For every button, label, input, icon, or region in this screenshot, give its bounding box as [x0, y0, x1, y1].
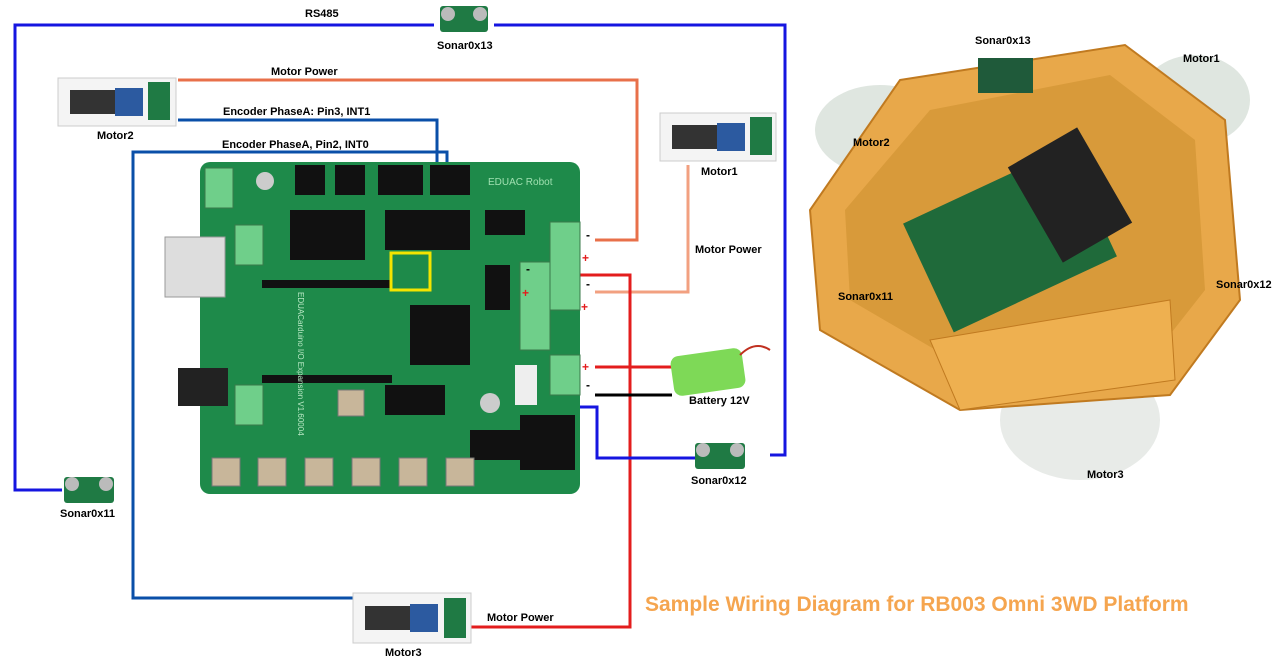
terminal-plus: +: [522, 286, 529, 300]
rs485-wire-right: [494, 23, 787, 457]
sonar12-label: Sonar0x12: [691, 475, 747, 487]
rs485-label: RS485: [305, 8, 339, 20]
sonar-module-icon: [440, 6, 488, 32]
motor-icon: [659, 112, 777, 162]
photo-motor1-label: Motor1: [1183, 53, 1220, 65]
encoder-int0-label: Encoder PhaseA, Pin2, INT0: [222, 139, 369, 151]
motor2-power-label: Motor Power: [271, 66, 338, 78]
battery-icon: [670, 345, 771, 396]
controller-board: EDUAC Robot EDUACarduino I/O Expansion V…: [164, 162, 581, 494]
terminal-minus: -: [586, 228, 590, 242]
motor2-label: Motor2: [97, 130, 134, 142]
jumper-highlight-box: [389, 251, 432, 292]
terminal-markers: - + - + - + + -: [522, 228, 590, 392]
motor-icon: [352, 592, 472, 644]
motor1-power-label: Motor Power: [695, 244, 762, 256]
battery-label: Battery 12V: [689, 395, 750, 407]
terminal-plus: +: [582, 251, 589, 265]
motor3-label: Motor3: [385, 647, 422, 659]
board-brand-text: EDUAC Robot: [488, 177, 553, 188]
photo-sonar13-label: Sonar0x13: [975, 35, 1031, 47]
motor3-power-label: Motor Power: [487, 612, 554, 624]
motor-icon: [57, 77, 177, 127]
encoder-int1-label: Encoder PhaseA: Pin3, INT1: [223, 106, 370, 118]
encoder-int1-wire: [178, 118, 439, 172]
robot-platform-photo: [808, 43, 1250, 480]
motor2-power-wire: [178, 78, 639, 242]
sonar-module-icon: [64, 477, 114, 503]
encoder-int0-wire: [131, 150, 449, 600]
photo-motor3-label: Motor3: [1087, 469, 1124, 481]
sonar-module-icon: [695, 443, 745, 469]
photo-sonar12-label: Sonar0x12: [1216, 279, 1272, 291]
terminal-plus: +: [582, 360, 589, 374]
terminal-minus: -: [586, 378, 590, 392]
motor1-label: Motor1: [701, 166, 738, 178]
terminal-minus: -: [526, 262, 530, 276]
sonar13-label: Sonar0x13: [437, 40, 493, 52]
sonar11-label: Sonar0x11: [60, 508, 115, 520]
diagram-title: Sample Wiring Diagram for RB003 Omni 3WD…: [645, 593, 1189, 616]
photo-motor2-label: Motor2: [853, 137, 890, 149]
photo-sonar11-label: Sonar0x11: [838, 291, 893, 303]
rs485-wire: [13, 23, 434, 492]
terminal-minus: -: [586, 277, 590, 291]
terminal-plus: +: [581, 300, 588, 314]
motor1-power-wire: [595, 165, 690, 294]
board-module-text: EDUACarduino I/O Expansion V1.60004: [296, 292, 305, 436]
